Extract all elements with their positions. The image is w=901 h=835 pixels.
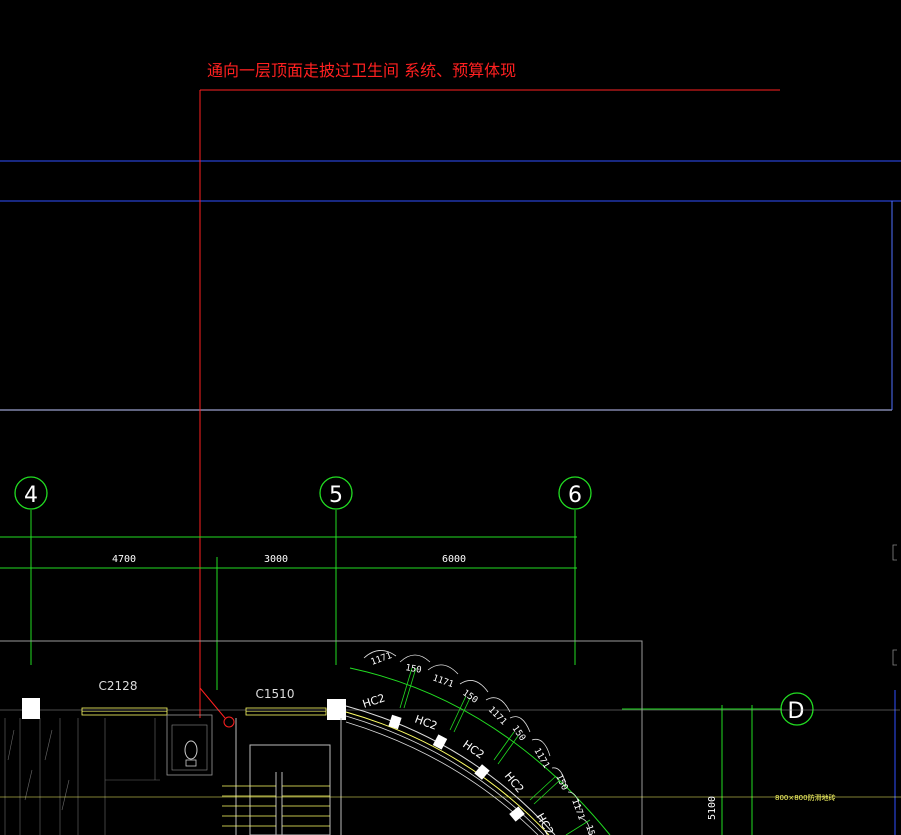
grid-label-d: D — [788, 699, 805, 724]
arc-dim-labels: 1171 150 1171 150 1171 150 1171 150 1171… — [370, 651, 598, 835]
floor-hatch — [4, 718, 160, 835]
dimension-3000: 3000 — [264, 554, 288, 565]
vertical-dimension-5100: 5100 — [707, 796, 718, 820]
edge-marks — [892, 544, 897, 666]
arc-label: 150 — [583, 824, 598, 835]
reference-lines — [0, 160, 901, 835]
arc-label: 1171 — [486, 705, 508, 727]
grid-label-5: 5 — [329, 483, 343, 508]
arc-label: 1171 — [431, 673, 455, 690]
dimension-4700: 4700 — [112, 554, 136, 565]
arc-posts — [388, 714, 525, 822]
arc-dim-arcs — [363, 650, 591, 835]
window-c1510 — [245, 707, 327, 716]
grid-label-4: 4 — [24, 483, 38, 508]
arc-label: 1171 — [569, 798, 586, 822]
bathroom-fixture — [166, 714, 213, 776]
dimension-6000: 6000 — [442, 554, 466, 565]
grid-bubble-d: D — [780, 692, 814, 726]
building-outline — [0, 640, 900, 835]
hc-label: HC2 — [413, 713, 439, 733]
annotation-leader — [199, 89, 780, 728]
arc-label: 1171 — [370, 651, 394, 668]
grid-bubble-6: 6 — [558, 476, 592, 510]
column-markers — [22, 698, 346, 720]
stair-walls — [235, 718, 342, 835]
arc-label: 150 — [553, 773, 569, 792]
window-label-c1510: C1510 — [256, 687, 295, 701]
grid-bubble-4: 4 — [14, 476, 48, 510]
floor-tile-note: 800×800防滑地砖 — [775, 793, 836, 802]
arc-label: 150 — [404, 663, 422, 676]
grid-bubble-5: 5 — [319, 476, 353, 510]
grid-label-6: 6 — [568, 483, 582, 508]
annotation-note: 通向一层顶面走披过卫生间 系统、预算体现 — [207, 61, 516, 80]
hc-label: HC2 — [533, 811, 556, 835]
hc-label: HC2 — [502, 770, 527, 796]
window-c2128 — [81, 707, 168, 716]
arc-label: 150 — [510, 724, 528, 743]
stair-treads — [222, 785, 330, 827]
arc-dim-ticks — [399, 667, 591, 835]
arc-label: 150 — [460, 688, 479, 706]
grid-axis-lines — [0, 510, 782, 835]
hc-label: HC2 — [361, 691, 387, 710]
window-label-c2128: C2128 — [99, 679, 138, 693]
